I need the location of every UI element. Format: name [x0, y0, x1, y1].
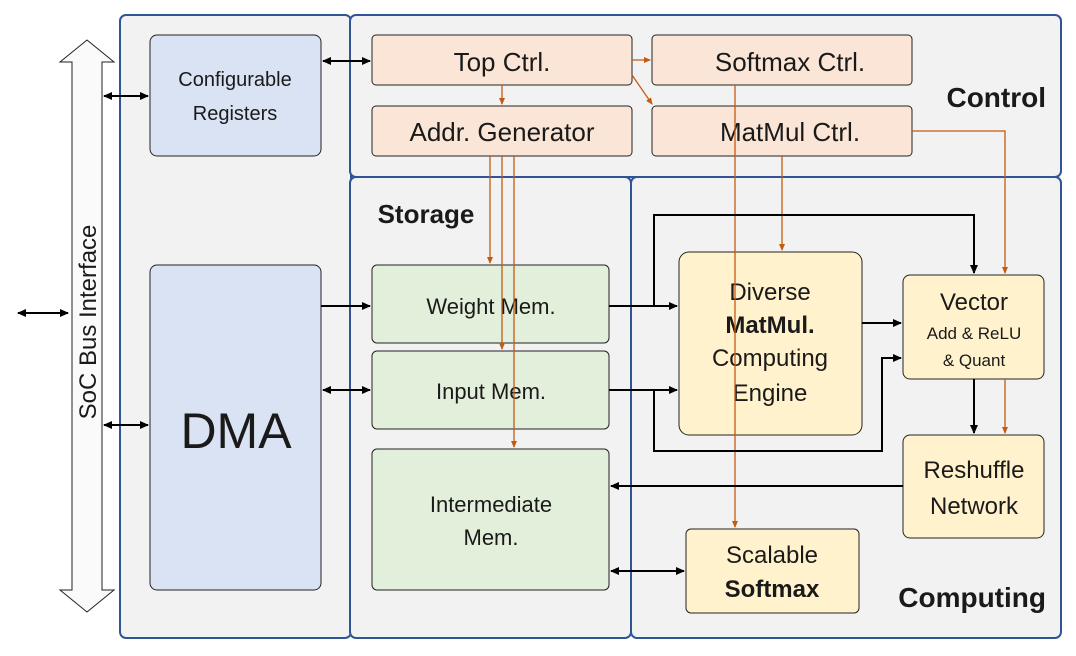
reshuffle-network-label-line2: Network: [930, 493, 1019, 520]
weight-mem-label: Weight Mem.: [426, 294, 555, 319]
data-path-lines: [103, 57, 978, 575]
input-mem-label: Input Mem.: [436, 379, 546, 404]
configurable-registers-block: [149, 34, 322, 157]
intermediate-mem-label-line1: Intermediate: [430, 492, 552, 517]
vector-label-line1: Vector: [940, 289, 1008, 316]
input-bypass-to-vector-arrow: [653, 354, 902, 452]
intermediate-mem-block: [371, 448, 610, 591]
configurable-registers-label-line1: Configurable: [178, 69, 291, 91]
matmul-engine-label-line4: Engine: [733, 380, 808, 407]
configurable-registers-label-line2: Registers: [193, 103, 277, 125]
dma-block: [149, 264, 322, 591]
computing-region-title: Computing: [898, 582, 1046, 613]
storage-region-title: Storage: [378, 199, 475, 229]
matmul-engine-label-line2: MatMul.: [725, 312, 814, 339]
matmul-engine-label-line1: Diverse: [729, 279, 810, 306]
reshuffle-network-label-line1: Reshuffle: [924, 457, 1025, 484]
scalable-softmax-label-line2: Softmax: [725, 576, 820, 603]
matmul-engine-block: [678, 251, 863, 436]
matmul-ctrl-label: MatMul Ctrl.: [720, 117, 860, 147]
weight-mem-block: [371, 264, 610, 344]
control-signal-lines: [487, 57, 1008, 528]
softmax-ctrl-block: [651, 34, 913, 86]
top-ctrl-label: Top Ctrl.: [454, 47, 551, 77]
soc-bus-label: SoC Bus Interface: [75, 225, 102, 420]
softmax-ctrl-label: Softmax Ctrl.: [715, 47, 865, 77]
intermediate-mem-label-line2: Mem.: [464, 525, 519, 550]
scalable-softmax-block: [685, 528, 860, 614]
dma-label: DMA: [180, 403, 292, 459]
addr-generator-label: Addr. Generator: [410, 117, 595, 147]
control-region-title: Control: [946, 82, 1046, 113]
vector-label-line2: Add & ReLU: [927, 324, 1022, 343]
soc-bus-arrow: [58, 39, 116, 613]
vector-label-line3: & Quant: [943, 351, 1006, 370]
reshuffle-network-block: [902, 434, 1045, 539]
matmul-ctrl-to-vector-line: [912, 130, 1008, 274]
matmul-engine-label-line3: Computing: [712, 345, 828, 372]
scalable-softmax-label-line1: Scalable: [726, 542, 818, 569]
top-to-matmul-ctrl-line: [631, 74, 653, 105]
weight-bypass-to-vector-arrow: [653, 214, 978, 306]
